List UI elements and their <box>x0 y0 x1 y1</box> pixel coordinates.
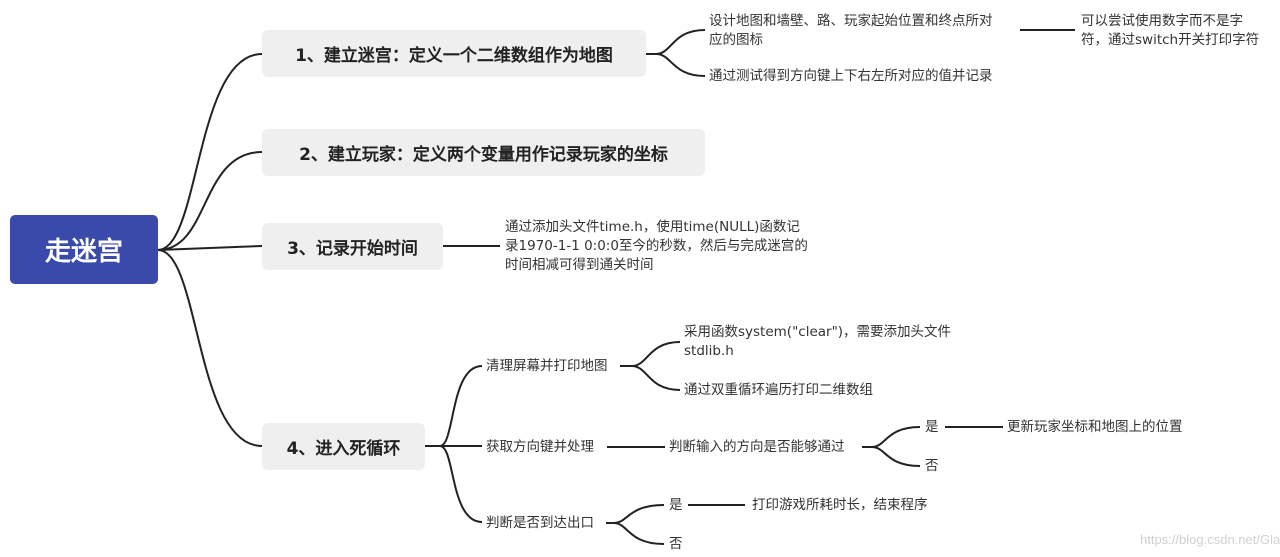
branch-yes[interactable]: 是 <box>925 419 939 435</box>
text-line: 采用函数system("clear")，需要添加头文件 <box>684 324 952 340</box>
node-build-player[interactable]: 2、建立玩家：定义两个变量用作记录玩家的坐标 <box>262 129 705 176</box>
subnode-design-map[interactable]: 设计地图和墙壁、路、玩家起始位置和终点所对 应的图标 <box>709 12 993 50</box>
watermark: https://blog.csdn.net/Glanic <box>1140 532 1280 547</box>
text-line: 符，通过switch开关打印字符 <box>1081 32 1260 48</box>
text-line: 通过添加头文件time.h，使用time(NULL)函数记 <box>505 219 800 235</box>
branch-no[interactable]: 否 <box>925 458 939 474</box>
subnode-check-exit[interactable]: 判断是否到达出口 <box>486 515 594 531</box>
text-line: stdlib.h <box>684 343 734 359</box>
subnode-print-time-end[interactable]: 打印游戏所耗时长，结束程序 <box>752 497 928 513</box>
text-line: 应的图标 <box>709 32 763 48</box>
note-use-numbers[interactable]: 可以尝试使用数字而不是字 符，通过switch开关打印字符 <box>1081 12 1259 50</box>
text-line: 时间相减可得到通关时间 <box>505 257 654 273</box>
node-build-maze[interactable]: 1、建立迷宫：定义一个二维数组作为地图 <box>262 30 646 77</box>
subnode-update-position[interactable]: 更新玩家坐标和地图上的位置 <box>1007 419 1183 435</box>
root-node[interactable]: 走迷宫 <box>10 215 158 284</box>
node-infinite-loop[interactable]: 4、进入死循环 <box>262 423 425 470</box>
subnode-time-h[interactable]: 通过添加头文件time.h，使用time(NULL)函数记 录1970-1-1 … <box>505 218 808 275</box>
text-line: 设计地图和墙壁、路、玩家起始位置和终点所对 <box>709 13 993 29</box>
text-line: 可以尝试使用数字而不是字 <box>1081 13 1243 29</box>
subnode-system-clear[interactable]: 采用函数system("clear")，需要添加头文件 stdlib.h <box>684 323 951 361</box>
subnode-double-loop[interactable]: 通过双重循环遍历打印二维数组 <box>684 382 873 398</box>
subnode-test-arrow-keys[interactable]: 通过测试得到方向键上下右左所对应的值并记录 <box>709 68 993 84</box>
branch-yes[interactable]: 是 <box>669 497 683 513</box>
node-record-start-time[interactable]: 3、记录开始时间 <box>262 223 443 270</box>
subnode-clear-and-print[interactable]: 清理屏幕并打印地图 <box>486 358 608 374</box>
branch-no[interactable]: 否 <box>669 536 683 552</box>
subnode-get-arrow-key[interactable]: 获取方向键并处理 <box>486 439 594 455</box>
subnode-check-direction[interactable]: 判断输入的方向是否能够通过 <box>669 439 845 455</box>
text-line: 录1970-1-1 0:0:0至今的秒数，然后与完成迷宫的 <box>505 238 808 254</box>
